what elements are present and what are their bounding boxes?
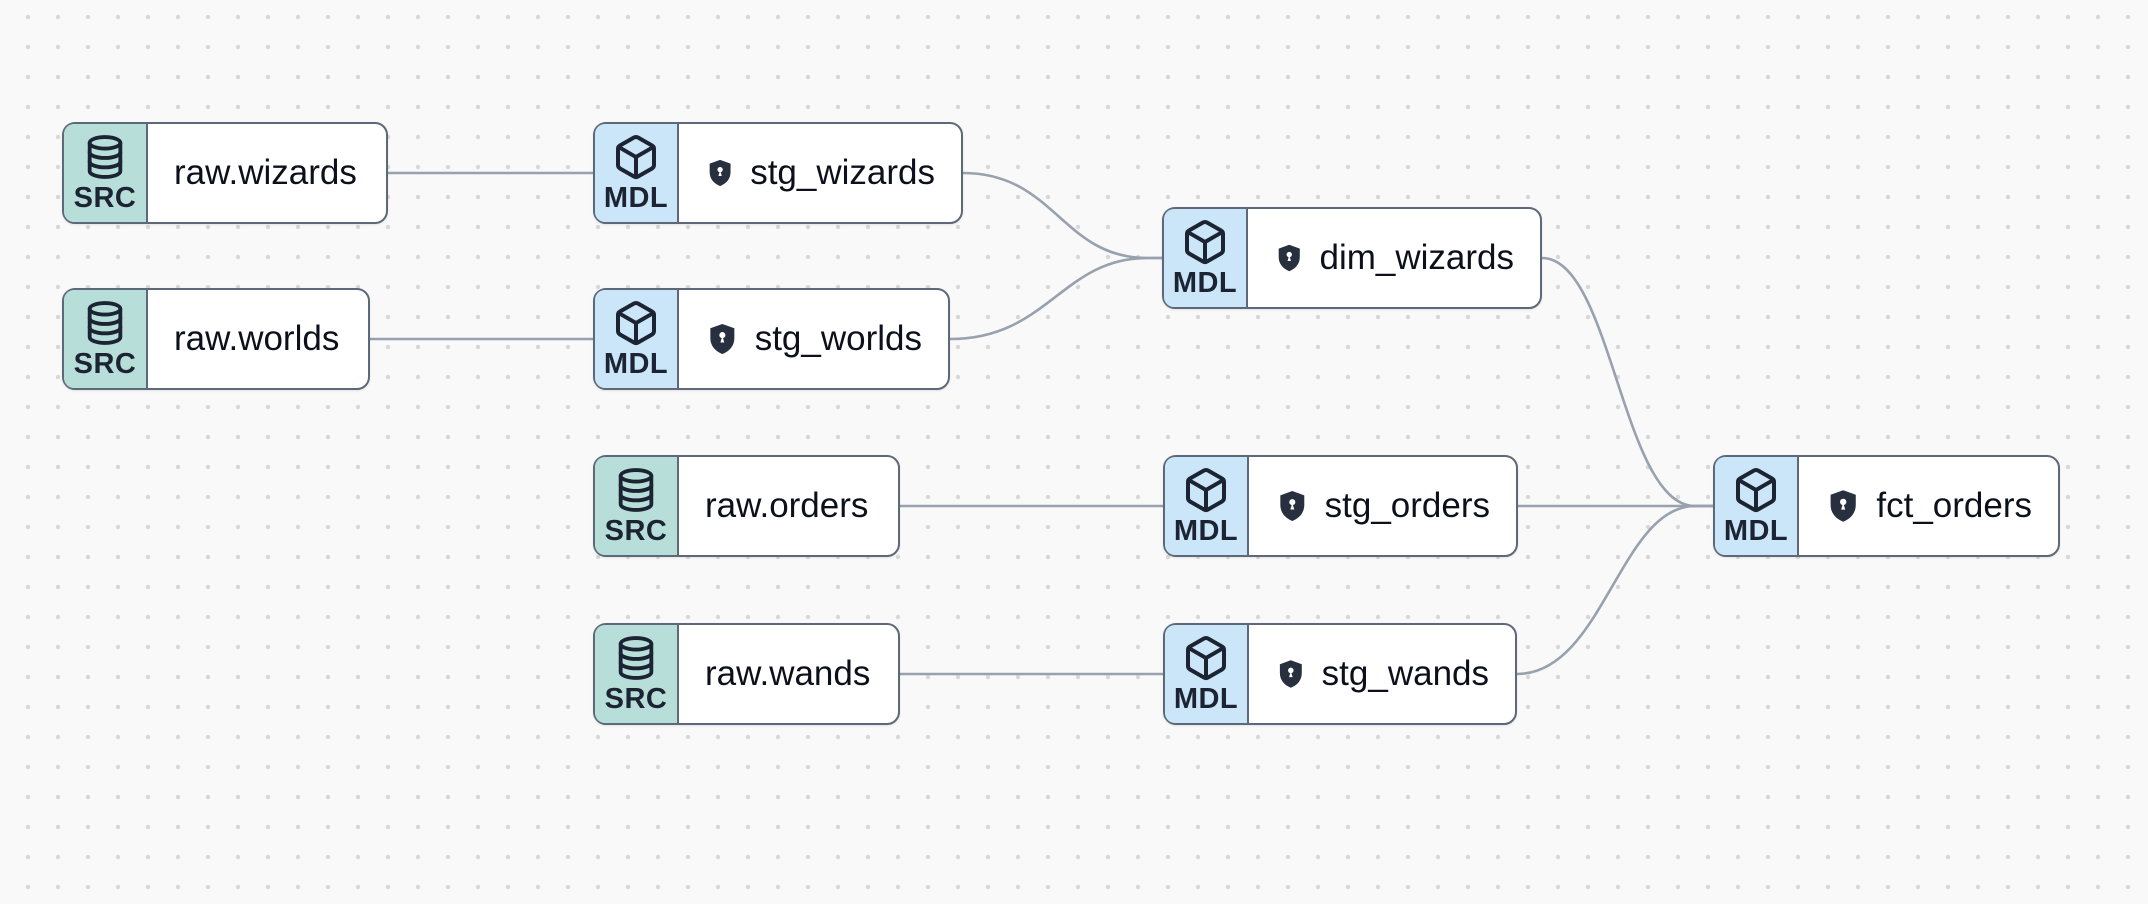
database-icon [87,301,123,345]
node-title: raw.worlds [174,319,340,358]
badge-label: MDL [1173,515,1239,547]
model-type-badge: MDL [595,124,679,222]
node-raw-orders[interactable]: SRC raw.orders [593,455,900,557]
node-body: stg_orders [1249,457,1516,555]
badge-label: SRC [604,515,668,547]
edge-stg-wizards-dim-wizards [962,171,1162,260]
source-type-badge: SRC [595,457,679,555]
node-body: raw.worlds [148,290,368,388]
source-type-badge: SRC [595,625,679,723]
database-icon [87,135,123,179]
badge-label: SRC [73,182,137,214]
cube-icon [1186,636,1226,681]
node-body: raw.orders [679,457,898,555]
shield-lock-icon [1279,660,1302,688]
model-type-badge: MDL [1164,209,1248,307]
model-type-badge: MDL [1165,457,1249,555]
cube-icon [1186,468,1226,513]
source-type-badge: SRC [64,290,148,388]
node-title: raw.orders [705,486,869,525]
model-type-badge: MDL [1715,457,1799,555]
node-title: stg_wizards [750,153,935,192]
cube-icon [616,135,656,180]
shield-lock-icon [1278,244,1300,272]
cube-icon [616,301,656,346]
node-title: dim_wizards [1319,238,1515,277]
node-body: raw.wizards [148,124,386,222]
node-raw-wands[interactable]: SRC raw.wands [593,623,900,725]
node-title: raw.wizards [174,153,357,192]
badge-label: SRC [73,348,137,380]
model-type-badge: MDL [595,290,679,388]
node-stg-orders[interactable]: MDL stg_orders [1163,455,1518,557]
database-icon [618,636,654,680]
node-body: dim_wizards [1248,209,1540,307]
node-body: stg_worlds [679,290,948,388]
node-body: raw.wands [679,625,898,723]
node-raw-worlds[interactable]: SRC raw.worlds [62,288,370,390]
node-body: stg_wizards [679,124,961,222]
shield-lock-icon [709,159,731,187]
badge-label: SRC [604,683,668,715]
cube-icon [1736,468,1776,513]
edge-stg-wands-fct-orders [1516,504,1713,676]
node-title: stg_worlds [754,319,922,358]
cube-icon [1185,220,1225,265]
badge-label: MDL [603,182,669,214]
node-title: stg_wands [1321,654,1489,693]
shield-lock-icon [1830,490,1856,522]
edge-stg-worlds-dim-wizards [949,256,1162,341]
node-stg-worlds[interactable]: MDL stg_worlds [593,288,950,390]
node-body: stg_wands [1249,625,1515,723]
badge-label: MDL [1723,515,1789,547]
node-fct-orders[interactable]: MDL fct_orders [1713,455,2060,557]
badge-label: MDL [1172,267,1238,299]
node-stg-wizards[interactable]: MDL stg_wizards [593,122,963,224]
node-body: fct_orders [1799,457,2058,555]
edge-dim-wizards-fct-orders [1541,256,1713,508]
shield-lock-icon [710,323,735,355]
node-dim-wizards[interactable]: MDL dim_wizards [1162,207,1542,309]
node-raw-wizards[interactable]: SRC raw.wizards [62,122,388,224]
node-stg-wands[interactable]: MDL stg_wands [1163,623,1517,725]
badge-label: MDL [1173,683,1239,715]
database-icon [618,468,654,512]
node-title: stg_orders [1324,486,1490,525]
badge-label: MDL [603,348,669,380]
shield-lock-icon [1280,490,1305,522]
model-type-badge: MDL [1165,625,1249,723]
node-title: raw.wands [705,654,871,693]
source-type-badge: SRC [64,124,148,222]
node-title: fct_orders [1876,486,2032,525]
